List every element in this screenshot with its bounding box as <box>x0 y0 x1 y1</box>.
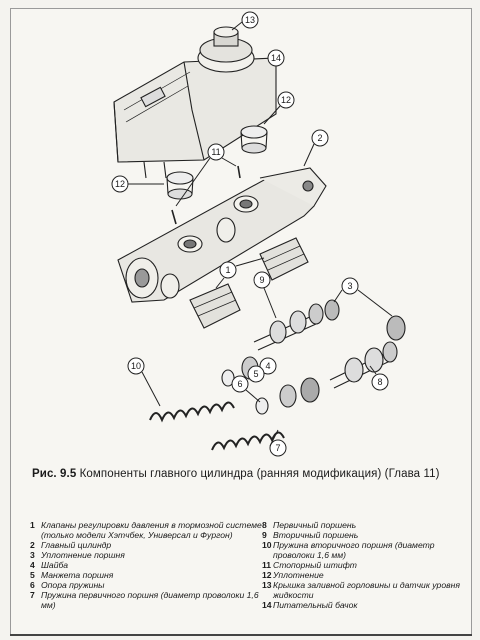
svg-text:14: 14 <box>271 53 281 63</box>
callout-1: 1 <box>215 257 265 289</box>
figure-caption-text: Компоненты главного цилиндра (ранняя мод… <box>79 468 440 480</box>
callout-4: 4 <box>252 357 277 375</box>
svg-text:11: 11 <box>211 147 220 157</box>
callout-10: 10 <box>127 357 161 407</box>
callout-14: 14 <box>267 49 285 67</box>
secondary-piston-drawing <box>253 303 324 351</box>
callout-13: 13 <box>231 11 259 31</box>
svg-text:2: 2 <box>317 133 322 143</box>
callout-3: 3 <box>333 277 393 317</box>
svg-text:13: 13 <box>245 15 255 25</box>
svg-text:8: 8 <box>377 377 382 387</box>
callout-5: 5 <box>247 365 265 383</box>
callout-11: 11 <box>175 143 237 207</box>
callout-9: 9 <box>253 271 277 319</box>
callout-2: 2 <box>303 129 329 167</box>
svg-text:7: 7 <box>275 443 280 453</box>
callout-6: 6 <box>231 375 261 403</box>
svg-text:9: 9 <box>259 275 264 285</box>
exploded-view-illustration: 13 14 12 2 11 12 1 9 3 10 4 5 6 8 7 <box>111 11 406 457</box>
svg-text:3: 3 <box>347 281 352 291</box>
svg-text:12: 12 <box>115 179 125 189</box>
callout-12-top: 12 <box>263 91 295 125</box>
svg-text:1: 1 <box>225 265 230 275</box>
svg-text:5: 5 <box>253 369 258 379</box>
callout-12-left: 12 <box>111 175 164 193</box>
svg-text:6: 6 <box>237 379 242 389</box>
primary-spring-drawing <box>211 431 285 451</box>
figure-caption: Рис. 9.5 Компоненты главного цилиндра (р… <box>32 468 462 480</box>
filler-cap-drawing <box>197 26 255 73</box>
bottom-divider <box>10 634 472 636</box>
svg-text:4: 4 <box>265 361 270 371</box>
callout-8: 8 <box>369 365 389 391</box>
master-cylinder-drawing <box>117 167 327 303</box>
secondary-spring-drawing <box>149 401 235 423</box>
svg-text:10: 10 <box>131 361 141 371</box>
primary-piston-drawing <box>329 341 398 389</box>
figure-number: Рис. 9.5 <box>32 468 77 480</box>
pressure-valve-drawings <box>189 237 309 329</box>
svg-text:12: 12 <box>281 95 291 105</box>
reservoir-drawing <box>113 57 277 179</box>
callout-7: 7 <box>269 429 287 457</box>
